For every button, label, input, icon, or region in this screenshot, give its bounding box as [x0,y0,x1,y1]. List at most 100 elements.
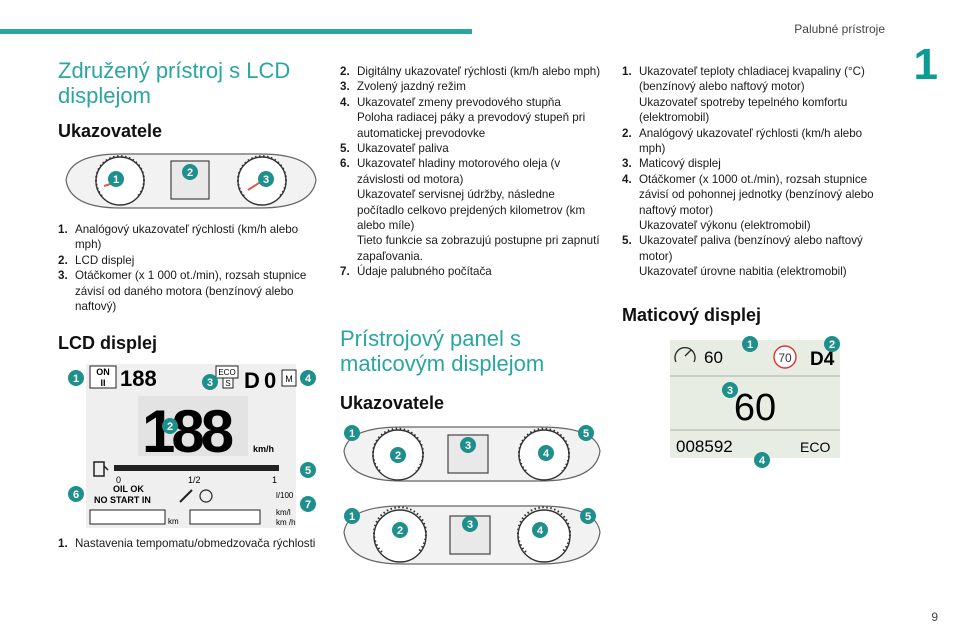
callout-3 [722,382,738,398]
callout-1 [344,425,360,441]
matrix-cluster-illustration-b: 1 2 3 4 5 [343,505,601,565]
svg-text:0: 0 [264,368,276,393]
svg-text:3: 3 [465,440,471,452]
svg-text:OIL OK: OIL OK [113,484,144,494]
list-item: 2.Analógový ukazovateľ rýchlosti (km/h a… [622,126,863,156]
svg-text:3: 3 [263,174,269,186]
callout-4 [538,445,554,461]
svg-text:ON: ON [96,367,110,377]
svg-text:70: 70 [778,351,792,365]
svg-text:7: 7 [305,499,311,511]
list-indicators-matrix: 1.Ukazovateľ teploty chladiacej kvapalin… [622,64,887,280]
list-item: 6.Ukazovateľ hladiny motorového oleja (v… [340,157,600,263]
callout-4 [532,522,548,538]
list-item: 1.Analógový ukazovateľ rýchlosti (km/h a… [58,223,299,252]
svg-text:l/100: l/100 [276,491,294,500]
svg-text:4: 4 [537,525,544,537]
svg-text:6: 6 [73,489,79,501]
svg-text:2: 2 [829,339,835,351]
svg-text:3: 3 [727,385,733,397]
svg-text:D4: D4 [810,349,835,370]
callout-1 [344,508,360,524]
list-item: 1.Ukazovateľ teploty chladiacej kvapalin… [622,65,865,125]
list-item: 4.Otáčkomer (x 1000 ot./min), rozsah stu… [622,172,874,233]
chapter-number: 1 [913,40,938,89]
svg-text:NO START IN: NO START IN [94,495,151,505]
svg-text:II: II [100,378,105,388]
svg-text:0: 0 [116,475,121,485]
subheading-matrix-display: Maticový displej [622,305,762,325]
svg-text:2: 2 [167,421,173,433]
subheading-lcd-display: LCD displej [58,333,158,353]
list-item: 5.Ukazovateľ paliva (benzínový alebo naf… [622,234,863,279]
svg-text:5: 5 [305,465,311,477]
callout-4 [754,452,770,468]
svg-text:008592: 008592 [676,437,733,456]
svg-text:M: M [285,374,293,384]
section-title-lcd: Združený prístroj s LCD displejom [58,58,291,108]
callout-5 [300,462,316,478]
callout-1 [68,370,84,386]
list-item: 1.Nastavenia tempomatu/obmedzovača rýchl… [58,537,316,550]
svg-text:1: 1 [349,511,355,523]
svg-text:km/h: km/h [253,444,274,454]
svg-text:2: 2 [397,525,403,537]
speed-limit-sign-icon: 70 [773,345,797,369]
svg-text:4: 4 [305,373,312,385]
list-indicators-lcd: 1.Analógový ukazovateľ rýchlosti (km/h a… [58,222,320,314]
svg-text:2: 2 [187,167,193,179]
callout-2 [824,336,840,352]
list-item: 3.Maticový displej [622,157,721,171]
callout-2 [162,418,178,434]
matrix-display-illustration: 60 70 D4 60 008592 ECO 1 2 3 4 [670,336,840,468]
svg-text:1: 1 [747,339,753,351]
svg-text:5: 5 [583,428,589,440]
list-item: 3.Otáčkomer (x 1 000 ot./min), rozsah st… [58,269,307,314]
cluster-illustration: 1 2 3 [65,153,317,209]
callout-2 [392,522,408,538]
cruise-control-icon [199,489,213,503]
svg-text:km/l: km/l [276,508,291,517]
section-title-matrix: Prístrojový panel s maticovým displejom [340,326,545,376]
svg-text:60: 60 [734,387,776,429]
svg-text:1/2: 1/2 [188,475,201,485]
subheading-indicators-matrix: Ukazovatele [340,393,445,413]
svg-text:5: 5 [585,511,591,523]
list-item: 7.Údaje palubného počítača [340,265,492,279]
lcd-display-illustration: ON II 188 ECO S D 0 M 188 km/h 0 1/2 1 O… [68,364,316,528]
svg-text:ECO: ECO [800,439,830,455]
svg-text:1: 1 [349,428,355,440]
list-item: 3.Zvolený jazdný režim [340,80,466,94]
svg-text:1: 1 [113,174,119,186]
svg-text:km /h: km /h [276,518,296,527]
list-lcd-display: 1.Nastavenia tempomatu/obmedzovača rýchl… [58,536,320,551]
list-item: 5.Ukazovateľ paliva [340,142,449,156]
callout-3 [462,516,478,532]
svg-text:1: 1 [73,373,79,385]
svg-text:2: 2 [395,450,401,462]
callout-2 [182,164,198,180]
callout-7 [300,496,316,512]
svg-text:60: 60 [704,348,723,367]
matrix-cluster-illustration-a: 1 2 3 4 5 [343,425,601,482]
svg-text:D: D [244,368,260,393]
callout-3 [202,374,218,390]
speedometer-small-icon [674,346,696,363]
svg-text:km: km [168,517,179,526]
callout-5 [578,425,594,441]
svg-text:188: 188 [120,366,157,391]
callout-3 [258,171,274,187]
svg-text:188: 188 [142,398,233,465]
header-accent-bar [0,29,472,34]
fuel-pump-icon [93,461,109,477]
subheading-indicators: Ukazovatele [58,121,163,141]
callout-5 [580,508,596,524]
svg-text:ECO: ECO [218,368,235,377]
callout-2 [390,447,406,463]
wrench-icon [179,489,193,503]
list-lcd-display-continued: 2.Digitálny ukazovateľ rýchlosti (km/h a… [340,64,605,280]
svg-text:S: S [225,379,230,388]
callout-1 [742,336,758,352]
svg-text:4: 4 [759,455,766,467]
